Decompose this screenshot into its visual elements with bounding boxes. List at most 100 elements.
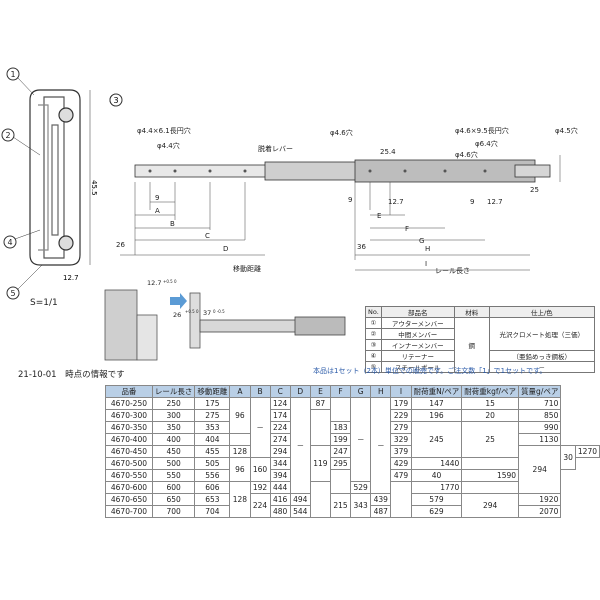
cell-C: 274 — [269, 433, 291, 446]
cell-mass: 1270 — [574, 445, 600, 458]
cell-C: 480 — [269, 505, 291, 518]
cell-C: 344 — [269, 457, 291, 470]
cell-N: 196 — [410, 409, 463, 422]
callout-3: 3 — [114, 96, 119, 105]
cell-code: 4670-450 — [105, 445, 153, 458]
cell-kgf: 25 — [461, 421, 520, 458]
cell-H-dash: － — [370, 397, 392, 494]
cell-E: 87 — [309, 397, 332, 410]
cell-F: 215 — [329, 493, 352, 518]
cell-travel: 404 — [194, 433, 231, 446]
cell-C: 174 — [269, 409, 291, 422]
cell-rail: 550 — [151, 469, 196, 482]
cell-I: 479 — [390, 469, 412, 482]
parts-name: インナーメンバー — [380, 339, 455, 351]
cell-F — [329, 397, 352, 422]
cell-D: 544 — [289, 505, 311, 518]
cell-kgf: 20 — [461, 409, 520, 422]
table-row: 4670-450 450 455 128 294 119 247 379 294… — [105, 445, 600, 494]
rail-side-view: φ4.4×6.1長円穴 φ4.4穴 脱着レバー φ4.6穴 φ4.6×9.5長円… — [116, 126, 578, 275]
cell-travel: 175 — [194, 397, 231, 410]
dim-12-7-mid: 12.7 — [388, 198, 404, 206]
label-slot-right: φ4.6×9.5長円穴 — [455, 126, 509, 135]
mount-tol-37: 0 -0.5 — [213, 309, 225, 314]
parts-material: 鋼 — [453, 317, 490, 373]
spec-header: A — [229, 385, 251, 398]
cell-G: － — [350, 397, 372, 482]
cell-H: 487 — [370, 505, 392, 518]
cell-rail: 450 — [151, 445, 196, 458]
cell-I: 279 — [390, 421, 412, 434]
spec-header: G — [350, 385, 372, 398]
cell-A — [229, 433, 251, 446]
cell-G: 343 — [350, 493, 372, 518]
table-row: 4670-500 500 505 96 160 344 295 429 1440 — [105, 457, 600, 482]
parts-header: 仕上/色 — [488, 306, 595, 318]
dim-travel: 移動距離 — [233, 264, 261, 273]
spec-header: 品番 — [105, 385, 153, 398]
cell-C: 124 — [269, 397, 291, 410]
cell-B: 192 — [249, 481, 271, 494]
cell-I: 329 — [390, 433, 412, 446]
dim-B: B — [170, 220, 175, 228]
cell-mass: 1920 — [518, 493, 562, 506]
table-row: 4670-400 400 404 274 199 329 1130 — [105, 433, 600, 446]
cell-F: 199 — [329, 433, 352, 446]
scale-label: S=1/1 — [30, 298, 58, 308]
cell-code: 4670-600 — [105, 481, 153, 494]
cell-kgf: 15 — [461, 397, 520, 410]
rail-body — [134, 159, 551, 183]
cell-F: 295 — [329, 457, 352, 470]
dim-F: F — [405, 225, 409, 233]
cell-C: 444 — [269, 481, 291, 494]
label-hole-4-4: φ4.4穴 — [157, 141, 180, 150]
spec-header-row: 品番 レール長さ 移動距離 A B C D E F G H I 耐荷重N/ペア … — [105, 385, 600, 398]
cell-E: 119 — [309, 445, 332, 482]
dim-G: G — [419, 237, 424, 245]
dim-12-7-right: 12.7 — [487, 198, 503, 206]
cell-rail: 700 — [151, 505, 196, 518]
callout-1: 1 — [11, 70, 16, 79]
table-row: 4670-700 700 704 480 544 487 629 2070 — [105, 505, 600, 518]
parts-header: No. — [365, 306, 382, 318]
spec-header: 耐荷重N/ペア — [410, 385, 463, 398]
parts-name: リテーナー — [380, 350, 455, 362]
cell-mass: 1440 — [410, 457, 463, 470]
parts-finish-main: 光沢クロメート処理（三価） — [488, 317, 595, 351]
mount-dim-37: 37 — [203, 309, 211, 317]
parts-no: ② — [365, 328, 382, 340]
parts-header: 部品名 — [380, 306, 455, 318]
cell-mass: 850 — [518, 409, 562, 422]
section-profile — [29, 89, 81, 266]
dim-36: 36 — [357, 243, 366, 251]
spec-header: レール長さ — [151, 385, 196, 398]
cell-code: 4670-550 — [105, 469, 153, 482]
cell-mass: 1770 — [410, 481, 463, 494]
cell-D: － — [289, 397, 311, 494]
parts-table: No. 部品名 材料 仕上/色 ① アウターメンバー 鋼 光沢クロメート処理（三… — [365, 306, 595, 373]
label-hole-4-6b: φ4.6穴 — [455, 150, 478, 159]
cell-mass: 990 — [518, 421, 562, 434]
label-hole-4-5: φ4.5穴 — [555, 126, 578, 135]
cell-code: 4670-400 — [105, 433, 153, 446]
callout-2: 2 — [6, 131, 11, 140]
cell-I: 179 — [390, 397, 412, 410]
spec-header: 質量g/ペア — [518, 385, 562, 398]
label-hole-4-6: φ4.6穴 — [330, 128, 353, 137]
cell-rail: 250 — [151, 397, 196, 410]
mounting-view: 12.7 +0.5 0 26 +0.5 0 37 0 -0.5 — [104, 279, 346, 361]
cell-rail: 300 — [151, 409, 196, 422]
cell-I: 379 — [390, 445, 412, 458]
cell-rail: 500 — [151, 457, 196, 470]
spec-header: E — [309, 385, 332, 398]
cell-I: 579 — [410, 493, 463, 506]
table-row: 4670-250 250 175 96 － 124 － 87 － － 179 1… — [105, 397, 600, 494]
parts-no: ⑤ — [365, 361, 382, 373]
table-row: 4670-350 350 353 224 183 279 245 25 990 — [105, 421, 600, 458]
dim-D: D — [223, 245, 228, 253]
cell-travel: 606 — [194, 481, 231, 494]
cell-F: 247 — [329, 445, 352, 458]
cell-rail: 400 — [151, 433, 196, 446]
mount-dim-12-7: 12.7 — [147, 279, 161, 287]
dim-section-12-7: 12.7 — [63, 274, 79, 282]
